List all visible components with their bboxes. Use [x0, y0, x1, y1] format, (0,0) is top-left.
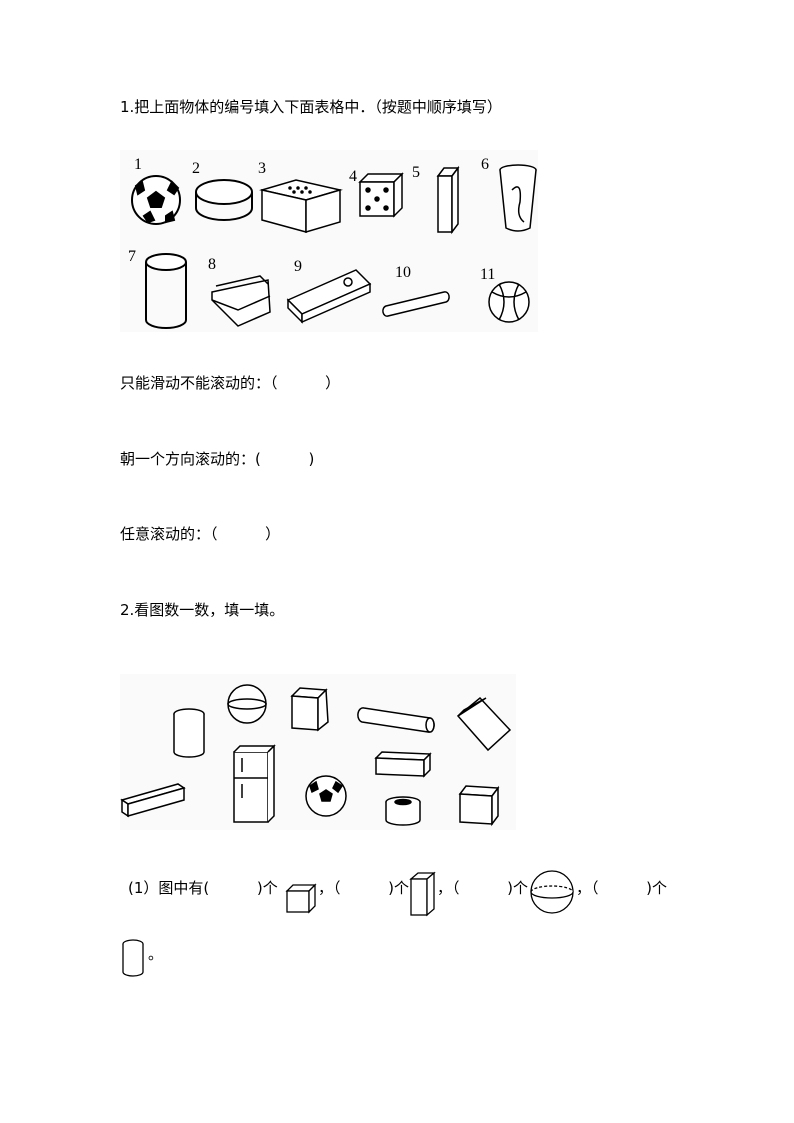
object-label-11: 11 — [480, 266, 496, 283]
answer-roll-one-direction: 朝一个方向滚动的：( ) — [120, 450, 315, 468]
objects-figure-1: 1 2 3 4 5 6 7 8 9 10 11 — [120, 150, 538, 332]
flat-cylinder-icon — [195, 179, 253, 221]
sub-question-1-end: 。 — [148, 945, 164, 963]
sphere-icon — [227, 684, 267, 724]
long-cylinder-icon — [357, 707, 435, 733]
tall-box-icon — [436, 165, 460, 235]
question-1-title: 1.把上面物体的编号填入下面表格中．（按题中顺序填写） — [120, 98, 502, 116]
objects-figure-1-svg — [131, 164, 537, 329]
fridge-icon — [233, 744, 276, 823]
answer-roll-any-direction: 任意滚动的：（ ） — [120, 525, 281, 543]
carton-box-icon — [259, 179, 343, 234]
soccer-ball-icon — [131, 175, 181, 225]
object-label-4: 4 — [349, 168, 357, 185]
stick-icon — [382, 291, 450, 317]
cylinder-icon — [173, 708, 205, 758]
snack-box-icon — [286, 269, 372, 324]
question-2-title: 2.看图数一数，填一填。 — [120, 601, 285, 619]
object-label-9: 9 — [294, 258, 302, 275]
dice-icon — [358, 172, 404, 218]
object-label-10: 10 — [395, 264, 411, 281]
object-label-6: 6 — [481, 156, 489, 173]
object-label-2: 2 — [192, 160, 200, 177]
cube-icon-2 — [458, 785, 500, 827]
cake-slice-icon — [211, 275, 271, 327]
cuboid-icon — [409, 871, 437, 917]
tilted-box-icon — [456, 696, 512, 752]
objects-figure-2-svg — [120, 684, 512, 827]
answer-slide-only: 只能滑动不能滚动的：（ ） — [120, 374, 341, 392]
object-label-7: 7 — [128, 248, 136, 265]
bar-box-icon — [120, 783, 186, 818]
sphere-icon — [528, 869, 576, 915]
cube-icon — [290, 687, 329, 732]
object-label-5: 5 — [412, 164, 420, 181]
cube-icon — [285, 882, 317, 914]
object-label-3: 3 — [258, 160, 266, 177]
sub-question-1-sep-1: ，（ )个 — [318, 879, 410, 897]
cup-icon — [499, 164, 537, 232]
tape-cylinder-icon — [385, 796, 421, 826]
object-label-1: 1 — [134, 156, 142, 173]
sub-question-1-sep-3: ，（ )个 — [576, 879, 668, 897]
objects-figure-2 — [120, 674, 516, 830]
flat-box-icon — [374, 751, 432, 778]
object-label-8: 8 — [208, 256, 216, 273]
tall-cylinder-icon — [145, 253, 187, 329]
basketball-icon — [488, 281, 530, 323]
cylinder-icon — [120, 938, 146, 978]
sub-question-1-prefix: (1）图中有( )个 — [128, 879, 278, 897]
sub-question-1-sep-2: ，（ )个 — [437, 879, 529, 897]
soccer-ball-icon-2 — [305, 775, 347, 817]
